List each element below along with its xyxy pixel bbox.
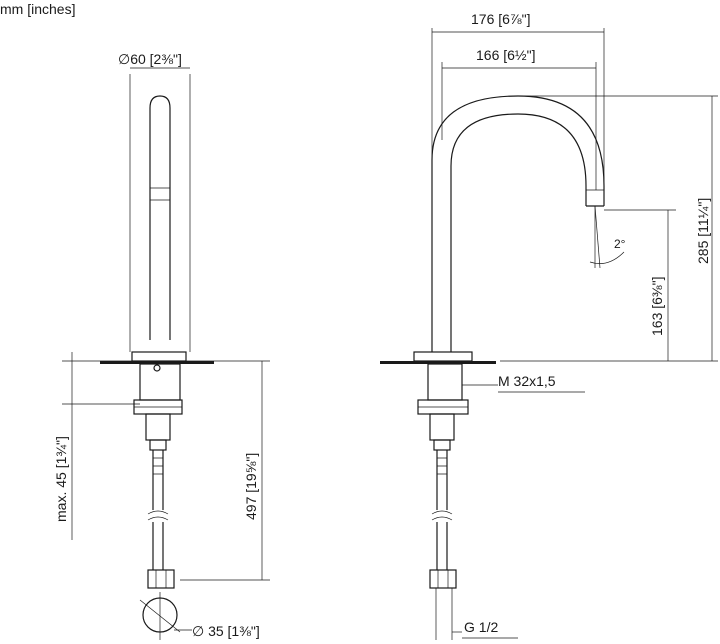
dim-thread: M 32x1,5	[498, 373, 556, 389]
dim-166: 166 [6½"]	[476, 47, 535, 63]
hose-fitting	[147, 569, 175, 589]
escutcheon-side	[413, 351, 473, 362]
units-label: mm [inches]	[0, 1, 75, 17]
hose-upper-side	[436, 450, 448, 510]
dim-163: 163 [6⅜"]	[649, 277, 665, 336]
shank-side	[427, 363, 463, 401]
dim-285: 285 [11¼"]	[695, 198, 711, 264]
hose-upper	[152, 450, 164, 510]
dim-dia-60: ∅60 [2⅜"]	[118, 51, 182, 67]
hose-lower	[152, 522, 164, 570]
dim-angle: 2°	[614, 237, 626, 251]
valve-body	[145, 413, 171, 441]
spout-tube	[149, 95, 171, 340]
hose-fitting-side	[429, 569, 457, 589]
dim-dia-35: ∅ 35 [1⅜"]	[192, 623, 260, 639]
dim-176: 176 [6⅞"]	[471, 11, 530, 27]
escutcheon	[131, 351, 187, 362]
hose-lower-side	[436, 522, 448, 570]
dim-497: 497 [19⅝"]	[243, 453, 259, 520]
gooseneck-inner	[450, 113, 587, 352]
dim-max-45: max. 45 [1¾"]	[53, 436, 69, 522]
side-view: 176 [6⅞"] 166 [6½"] 285 [11¼"] 163 [6⅜"]…	[380, 11, 718, 640]
front-view: ∅60 [2⅜"] max. 45 [1¾"] 497 [19⅝"] ∅ 35 …	[53, 51, 270, 640]
gooseneck-outer	[431, 95, 605, 352]
counter-plate-side	[380, 361, 496, 364]
dim-g-thread: G 1/2	[464, 619, 498, 635]
counter-plate	[100, 361, 214, 364]
